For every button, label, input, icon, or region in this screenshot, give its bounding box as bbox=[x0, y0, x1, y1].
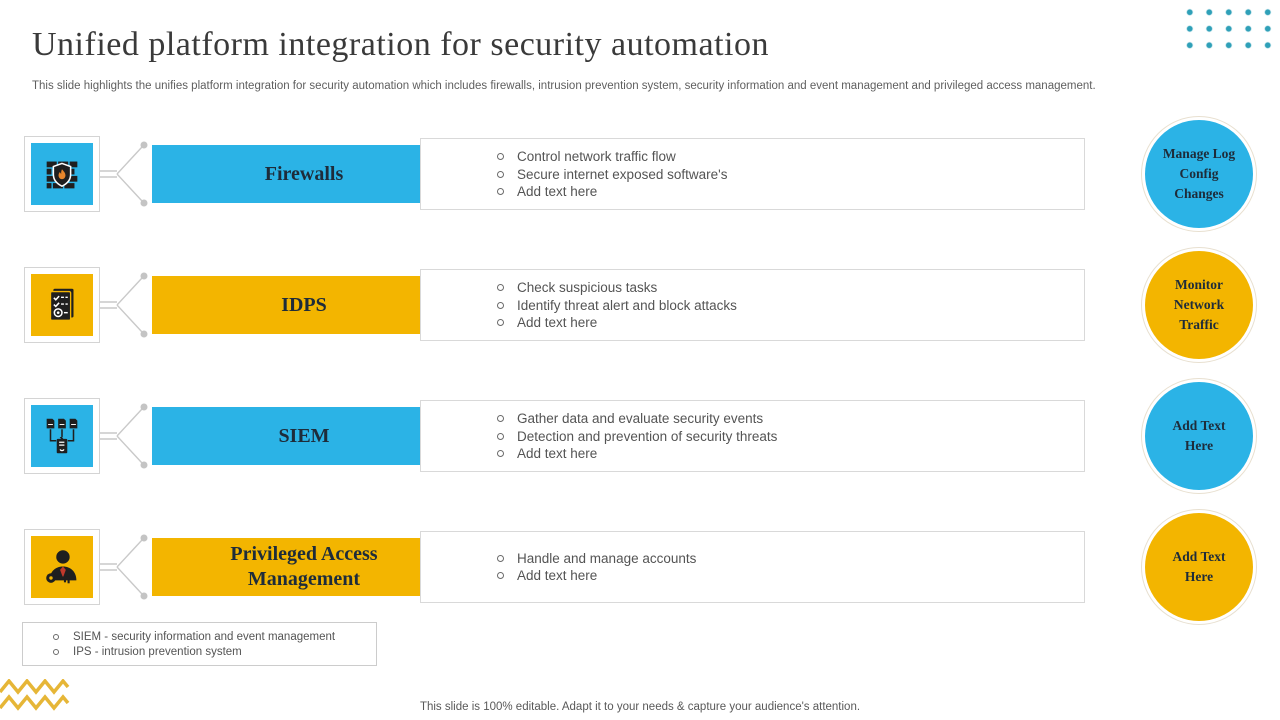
checklist-document-icon bbox=[49, 288, 74, 322]
row-idps: IDPS Check suspicious tasks Identify thr… bbox=[0, 247, 1280, 363]
firewall-icon bbox=[46, 161, 78, 189]
row-siem: SIEM Gather data and evaluate security e… bbox=[0, 378, 1280, 494]
row-firewalls: Firewalls Control network traffic flow S… bbox=[0, 116, 1280, 232]
pam-bullets-box: Handle and manage accounts Add text here bbox=[420, 531, 1085, 603]
circle-add-text-here-blue: Add Text Here bbox=[1145, 382, 1253, 490]
bullet-circle-icon bbox=[497, 153, 504, 160]
bullet-item: Add text here bbox=[497, 567, 1084, 585]
legend-item: IPS - intrusion prevention system bbox=[53, 644, 376, 659]
idps-icon-square bbox=[31, 274, 93, 336]
bullet-circle-icon bbox=[497, 415, 504, 422]
pam-icon-box bbox=[24, 529, 100, 605]
bullet-circle-icon bbox=[53, 648, 59, 655]
connector-lines bbox=[100, 141, 148, 207]
dots-decoration bbox=[1176, 2, 1280, 50]
connector-lines bbox=[100, 272, 148, 338]
bullet-circle-icon bbox=[497, 284, 504, 291]
bullet-item: Add text here bbox=[497, 445, 1084, 463]
bar-privileged-access-management: Privileged Access Management bbox=[152, 538, 456, 596]
firewall-icon-box bbox=[24, 136, 100, 212]
bullet-item: Identify threat alert and block attacks bbox=[497, 296, 1084, 314]
bar-label: Firewalls bbox=[264, 162, 344, 185]
abbreviation-legend: SIEM - security information and event ma… bbox=[22, 622, 377, 666]
circle-manage-log-config-changes: Manage Log Config Changes bbox=[1145, 120, 1253, 228]
bullet-circle-icon bbox=[497, 319, 504, 326]
page-title: Unified platform integration for securit… bbox=[32, 26, 769, 63]
bullet-circle-icon bbox=[497, 572, 504, 580]
pam-icon-square bbox=[31, 536, 93, 598]
bullet-circle-icon bbox=[497, 170, 504, 178]
bar-label: SIEM bbox=[278, 424, 330, 447]
circle-monitor-network-traffic: Monitor Network Traffic bbox=[1145, 251, 1253, 359]
circle-ring: Add Text Here bbox=[1141, 509, 1257, 625]
siem-icon-box bbox=[24, 398, 100, 474]
bullet-item: Secure internet exposed software's bbox=[497, 165, 1084, 183]
bar-siem: SIEM bbox=[152, 407, 456, 465]
bullet-item: Detection and prevention of security thr… bbox=[497, 427, 1084, 445]
data-aggregation-server-icon bbox=[46, 418, 78, 454]
bullet-item: Add text here bbox=[497, 314, 1084, 332]
circle-ring: Manage Log Config Changes bbox=[1141, 116, 1257, 232]
bullet-circle-icon bbox=[497, 301, 504, 309]
bullet-item: Handle and manage accounts bbox=[497, 550, 1084, 568]
bullet-item: Gather data and evaluate security events bbox=[497, 410, 1084, 428]
bullet-circle-icon bbox=[497, 450, 504, 457]
firewalls-bullets-box: Control network traffic flow Secure inte… bbox=[420, 138, 1085, 210]
circle-ring: Add Text Here bbox=[1141, 378, 1257, 494]
slide-subtitle: This slide highlights the unifies platfo… bbox=[32, 80, 1096, 92]
bullet-circle-icon bbox=[497, 188, 504, 195]
bullet-circle-icon bbox=[53, 633, 59, 640]
connector-lines bbox=[100, 403, 148, 469]
siem-icon-square bbox=[31, 405, 93, 467]
slide-footer-note: This slide is 100% editable. Adapt it to… bbox=[419, 701, 861, 713]
bar-idps: IDPS bbox=[152, 276, 456, 334]
connector-lines bbox=[100, 534, 148, 600]
bar-label: Privileged Access Management bbox=[230, 543, 378, 590]
bullet-item: Control network traffic flow bbox=[497, 148, 1084, 166]
bullet-item: Check suspicious tasks bbox=[497, 279, 1084, 297]
bullet-circle-icon bbox=[497, 554, 504, 562]
circle-add-text-here-yellow: Add Text Here bbox=[1145, 513, 1253, 621]
bullet-item: Add text here bbox=[497, 183, 1084, 201]
bar-label: IDPS bbox=[281, 293, 327, 316]
legend-item: SIEM - security information and event ma… bbox=[53, 629, 376, 644]
circle-ring: Monitor Network Traffic bbox=[1141, 247, 1257, 363]
siem-bullets-box: Gather data and evaluate security events… bbox=[420, 400, 1085, 472]
idps-bullets-box: Check suspicious tasks Identify threat a… bbox=[420, 269, 1085, 341]
idps-icon-box bbox=[24, 267, 100, 343]
bullet-circle-icon bbox=[497, 432, 504, 440]
firewall-icon-square bbox=[31, 143, 93, 205]
row-privileged-access-management: Privileged Access Management Handle and … bbox=[0, 509, 1280, 625]
zigzag-decoration bbox=[0, 679, 70, 711]
bar-firewalls: Firewalls bbox=[152, 145, 456, 203]
admin-user-key-icon bbox=[46, 550, 77, 584]
